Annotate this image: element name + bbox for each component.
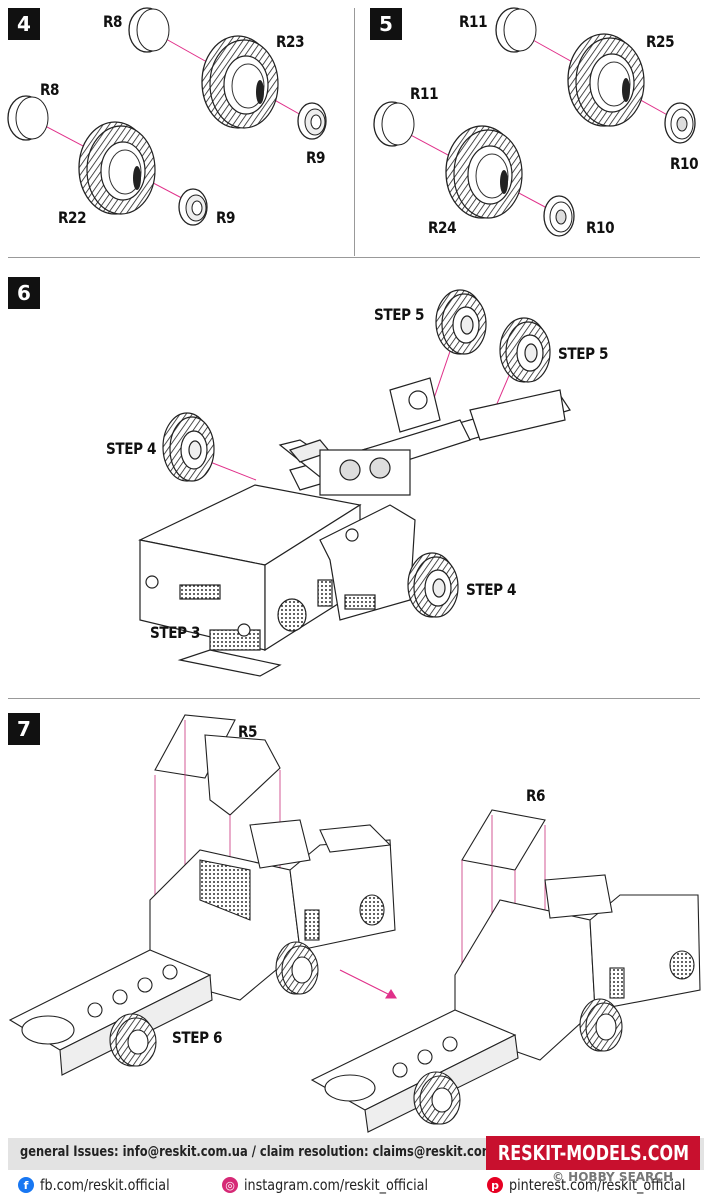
step6-wheel-top-a <box>435 289 487 355</box>
r9-hub-right <box>297 102 327 140</box>
watermark: © HOBBY SEARCH <box>552 1170 674 1184</box>
r25-wheel <box>567 33 645 127</box>
step-5-badge: 5 <box>370 8 402 40</box>
divider-vertical <box>354 8 355 256</box>
r8-cap-top <box>128 7 170 53</box>
label-step3: STEP 3 <box>150 623 200 642</box>
r11-cap-left <box>373 101 415 147</box>
label-r8-left: R8 <box>40 80 60 99</box>
step-5-diagram <box>373 7 696 237</box>
step7-left-wheel-rear <box>275 941 319 995</box>
r10-hub-bottom <box>543 195 575 237</box>
r8-cap-left <box>7 95 49 141</box>
label-r24: R24 <box>428 218 457 237</box>
step6-wheel-bottom <box>407 552 459 618</box>
step-7-diagram <box>8 714 701 1133</box>
facebook-label: fb.com/reskit.official <box>40 1176 170 1194</box>
step-4-badge: 4 <box>8 8 40 40</box>
step6-wheel-left <box>162 412 215 482</box>
label-r11-top: R11 <box>459 12 488 31</box>
step-4-diagram <box>7 7 327 226</box>
instagram-icon: ◎ <box>222 1177 238 1193</box>
step7-right-wheel-rear <box>579 998 623 1052</box>
brand-link[interactable]: RESKIT-MODELS.COM <box>486 1136 700 1170</box>
facebook-link[interactable]: f fb.com/reskit.official <box>18 1176 193 1194</box>
step-6-diagram <box>138 289 571 677</box>
label-step4-a: STEP 4 <box>106 439 156 458</box>
label-r6: R6 <box>526 786 546 805</box>
pinterest-label: pinterest.com/reskit_official <box>509 1176 686 1194</box>
r9-hub-bottom <box>178 188 208 226</box>
label-r25: R25 <box>646 32 675 51</box>
pinterest-icon: p <box>487 1177 503 1193</box>
r22-wheel <box>78 121 156 215</box>
label-r10-right: R10 <box>670 154 699 173</box>
label-step6: STEP 6 <box>172 1028 222 1047</box>
label-r23: R23 <box>276 32 305 51</box>
r10-hub-right <box>664 102 696 144</box>
r23-wheel <box>201 35 279 129</box>
instagram-label: instagram.com/reskit_official <box>244 1176 429 1194</box>
label-r9-right: R9 <box>306 148 326 167</box>
r11-cap-top <box>495 7 537 53</box>
label-step4-b: STEP 4 <box>466 580 516 599</box>
divider-middle <box>8 698 700 699</box>
r24-wheel <box>445 125 523 219</box>
brand-label: RESKIT-MODELS.COM <box>497 1141 689 1165</box>
label-r11-left: R11 <box>410 84 439 103</box>
facebook-icon: f <box>18 1177 34 1193</box>
step6-wheel-top-b <box>499 317 551 383</box>
label-step5-b: STEP 5 <box>558 344 608 363</box>
label-step5-a: STEP 5 <box>374 305 424 324</box>
footer-contact-text: general Issues: info@reskit.com.ua / cla… <box>20 1144 514 1160</box>
divider-top <box>8 257 700 258</box>
label-r9-bottom: R9 <box>216 208 236 227</box>
step7-left-wheel-front <box>109 1013 157 1067</box>
pinterest-link[interactable]: p pinterest.com/reskit_official <box>487 1176 712 1194</box>
instagram-link[interactable]: ◎ instagram.com/reskit_official <box>222 1176 460 1194</box>
label-r5: R5 <box>238 722 258 741</box>
step-7-badge: 7 <box>8 713 40 745</box>
label-r10-bottom: R10 <box>586 218 615 237</box>
step-6-badge: 6 <box>8 277 40 309</box>
label-r22: R22 <box>58 208 87 227</box>
step7-right-wheel-front <box>413 1071 461 1125</box>
label-r8-top: R8 <box>103 12 123 31</box>
